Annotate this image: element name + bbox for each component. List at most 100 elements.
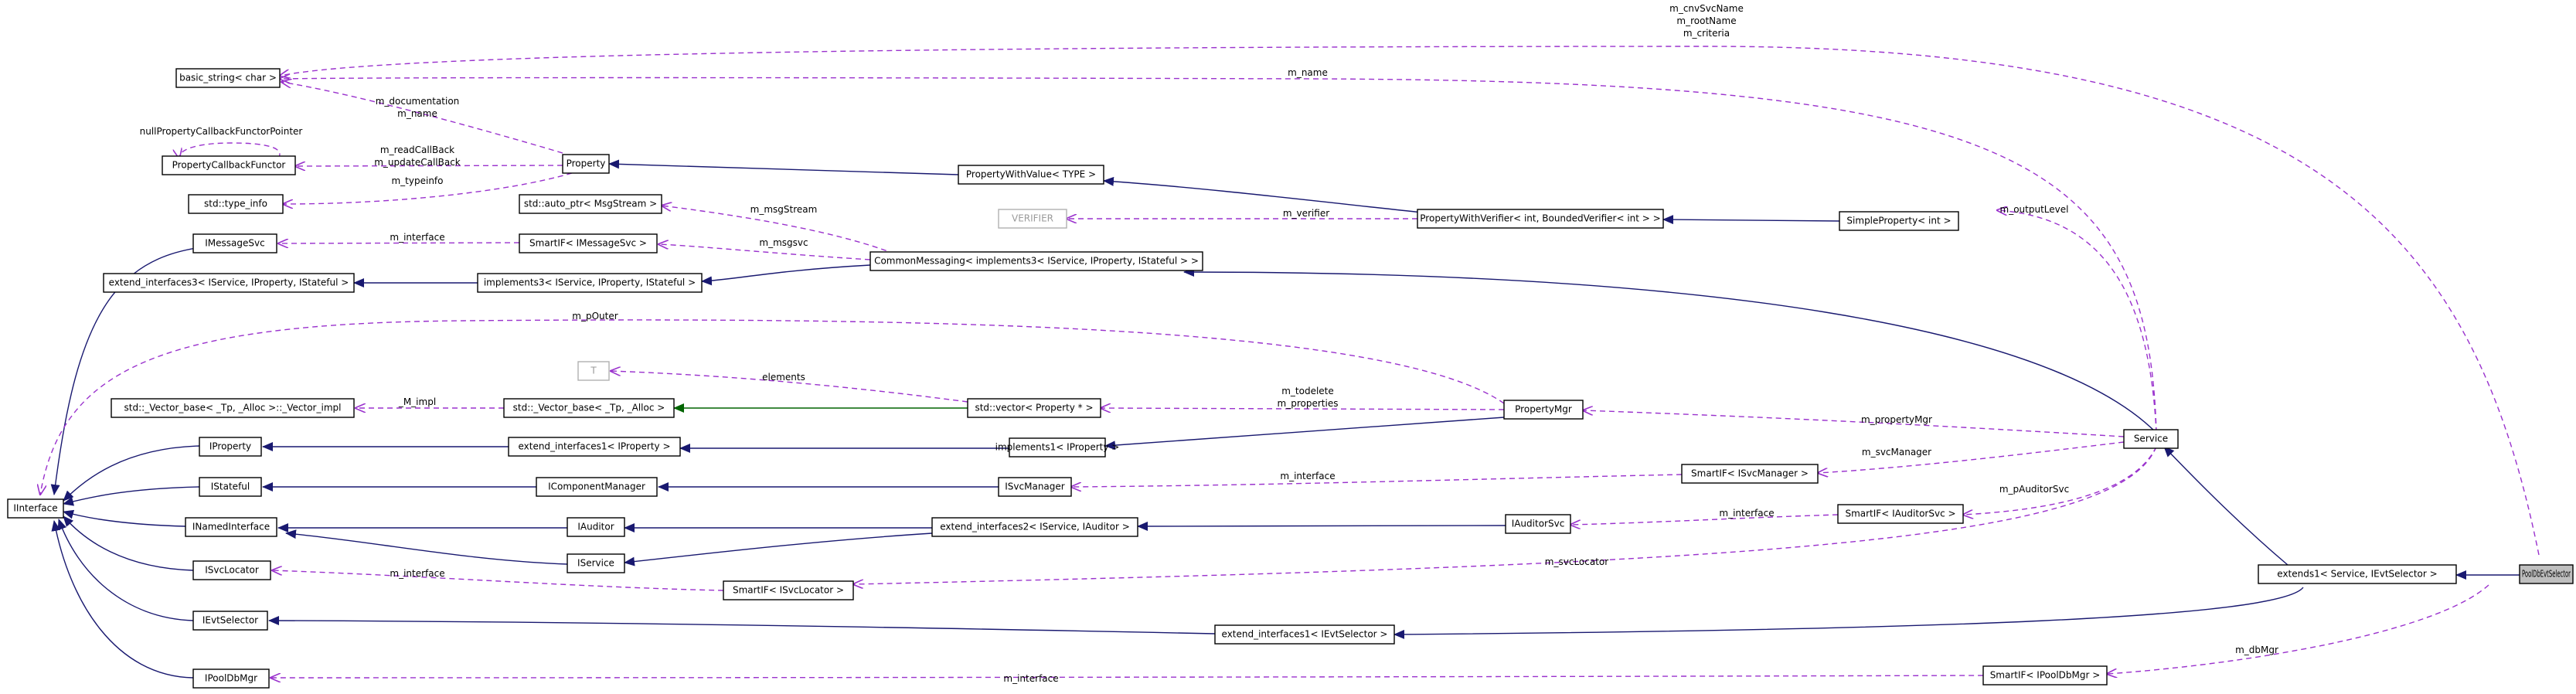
node-implements1-iproperty[interactable]: implements1< IProperty > (995, 437, 1120, 458)
label-interface-msgsvc: m_interface (390, 232, 444, 243)
node-iauditor[interactable]: IAuditor (567, 517, 625, 537)
node-label: IAuditorSvc (1512, 519, 1565, 529)
node-label: std::vector< Property * > (975, 403, 1093, 413)
node-pooldbevtselector[interactable]: PoolDbEvtSelector (2519, 564, 2574, 584)
label-name: m_name (1288, 67, 1328, 78)
label-name-2: m_name (397, 108, 437, 119)
node-label: IPoolDbMgr (205, 673, 257, 684)
node-label: IProperty (209, 441, 251, 452)
node-label: IComponentManager (548, 481, 645, 492)
node-basic-string[interactable]: basic_string< char > (175, 68, 281, 88)
node-vector-base[interactable]: std::_Vector_base< _Tp, _Alloc > (503, 398, 675, 418)
node-label: extend_interfaces1< IProperty > (518, 441, 670, 452)
node-isvclocator[interactable]: ISvcLocator (192, 560, 271, 580)
label-rootname: m_rootName (1676, 15, 1736, 26)
node-label: Property (567, 158, 606, 169)
edge-msgstream (662, 206, 913, 262)
edge-interface-ipooldbmgr (271, 675, 1984, 678)
node-propertywithverifier[interactable]: PropertyWithVerifier< int, BoundedVerifi… (1417, 209, 1664, 229)
node-property[interactable]: Property (562, 154, 610, 174)
node-ievtselector[interactable]: IEvtSelector (192, 611, 268, 631)
edge-commonmessaging-implements3 (701, 264, 871, 286)
node-label: std::_Vector_base< _Tp, _Alloc > (513, 403, 665, 413)
node-t[interactable]: T (577, 361, 610, 381)
edge-interface-iauditorsvc (1570, 514, 1839, 525)
class-nodes: basic_string< char > PropertyCallbackFun… (7, 68, 2574, 689)
edge-ievtselector-iinterface (57, 519, 194, 621)
edge-nullpropcallback (179, 142, 281, 158)
node-label: extend_interfaces2< IService, IAuditor > (940, 522, 1130, 532)
label-interface-svcmgr: m_interface (1280, 471, 1335, 481)
node-verifier[interactable]: VERIFIER (998, 209, 1067, 229)
label-dbmgr: m_dbMgr (2235, 645, 2278, 655)
node-service[interactable]: Service (2123, 429, 2179, 449)
node-iinterface[interactable]: IInterface (7, 498, 64, 519)
node-propertywithvalue[interactable]: PropertyWithValue< TYPE > (958, 165, 1104, 185)
node-type-info[interactable]: std::type_info (188, 194, 284, 214)
node-label: extends1< Service, IEvtSelector > (2277, 569, 2437, 580)
label-interface-svcloc: m_interface (390, 568, 444, 579)
edge-propertywithverifier-propertywithvalue (1103, 176, 1423, 213)
label-pauditorsvc: m_pAuditorSvc (1999, 484, 2069, 495)
node-label: PropertyWithValue< TYPE > (966, 169, 1096, 180)
edge-criteria (280, 46, 2540, 556)
edge-elements (611, 371, 968, 403)
node-simpleproperty[interactable]: SimpleProperty< int > (1839, 211, 1959, 231)
node-smartif-isvcmanager[interactable]: SmartIF< ISvcManager > (1681, 464, 1819, 484)
node-label: SmartIF< ISvcLocator > (733, 585, 844, 596)
node-propertycallbackfunctor[interactable]: PropertyCallbackFunctor (162, 155, 296, 175)
label-svclocator: m_svcLocator (1545, 556, 1608, 567)
node-vector-impl[interactable]: std::_Vector_base< _Tp, _Alloc >::_Vecto… (111, 398, 355, 418)
node-auto-ptr-msgstream[interactable]: std::auto_ptr< MsgStream > (519, 194, 662, 214)
node-extend-interfaces3[interactable]: extend_interfaces3< IService, IProperty,… (103, 273, 355, 293)
node-iservice[interactable]: IService (567, 553, 625, 573)
label-interface-auditor: m_interface (1719, 508, 1774, 519)
label-msgsvc: m_msgsvc (759, 237, 808, 248)
node-smartif-isvclocator[interactable]: SmartIF< ISvcLocator > (723, 580, 854, 600)
edge-imessagesvc-iinterface (50, 244, 233, 495)
node-smartif-imessagesvc[interactable]: SmartIF< IMessageSvc > (519, 233, 658, 253)
label-documentation: m_documentation (376, 96, 460, 107)
label-msgstream: m_msgStream (750, 204, 818, 215)
edge-iproperty-iinterface (63, 445, 200, 502)
node-label: PropertyCallbackFunctor (172, 160, 286, 171)
label-outputlevel: m_outputLevel (2000, 204, 2069, 215)
node-istateful[interactable]: IStateful (199, 477, 262, 497)
node-smartif-ipooldbmgr[interactable]: SmartIF< IPoolDbMgr > (1982, 665, 2108, 685)
node-implements3[interactable]: implements3< IService, IProperty, IState… (477, 273, 703, 293)
node-commonmessaging[interactable]: CommonMessaging< implements3< IService, … (869, 251, 1203, 271)
node-imessagesvc[interactable]: IMessageSvc (192, 233, 277, 253)
node-propertymgr[interactable]: PropertyMgr (1503, 400, 1584, 420)
edge-inamedinterface-iinterface (63, 509, 186, 527)
node-vector-property[interactable]: std::vector< Property * > (967, 398, 1101, 418)
node-extends1[interactable]: extends1< Service, IEvtSelector > (2258, 564, 2457, 584)
edge-ipooldbmgr-iinterface (51, 520, 194, 679)
label-typeinfo: m_typeinfo (391, 175, 443, 186)
node-extend-interfaces2[interactable]: extend_interfaces2< IService, IAuditor > (931, 517, 1138, 537)
node-extend-interfaces1-iproperty[interactable]: extend_interfaces1< IProperty > (508, 437, 681, 457)
node-label: implements3< IService, IProperty, IState… (484, 277, 696, 288)
node-icomponentmanager[interactable]: IComponentManager (536, 477, 658, 497)
node-ipooldbmgr[interactable]: IPoolDbMgr (192, 668, 270, 689)
edge-name-service (280, 78, 2157, 434)
node-iproperty[interactable]: IProperty (199, 437, 262, 457)
edge-dbmgr (2107, 584, 2489, 674)
node-label: IAuditor (577, 522, 614, 532)
node-isvcmanager[interactable]: ISvcManager (998, 477, 1072, 497)
node-inamedinterface[interactable]: INamedInterface (185, 517, 277, 537)
node-label: IService (577, 558, 614, 569)
edge-propertywithvalue-property (608, 159, 959, 175)
edge-extends1-service (2163, 446, 2288, 566)
label-criteria: m_criteria (1683, 28, 1730, 39)
label-verifier: m_verifier (1283, 208, 1329, 219)
edge-iservice-inamedinterface (285, 529, 568, 565)
node-label: PropertyMgr (1515, 404, 1572, 415)
edge-pauditorsvc (1963, 446, 2157, 515)
node-iauditorsvc[interactable]: IAuditorSvc (1505, 514, 1571, 534)
node-extend-interfaces1-ievtselector[interactable]: extend_interfaces1< IEvtSelector > (1214, 624, 1395, 645)
edge-extends1-ext1evt (1393, 587, 2304, 639)
node-label: T (590, 366, 597, 376)
edge-outputlevel (1997, 210, 2157, 434)
node-smartif-iauditorsvc[interactable]: SmartIF< IAuditorSvc > (1837, 504, 1964, 524)
label-svcmanager: m_svcManager (1862, 447, 1931, 458)
